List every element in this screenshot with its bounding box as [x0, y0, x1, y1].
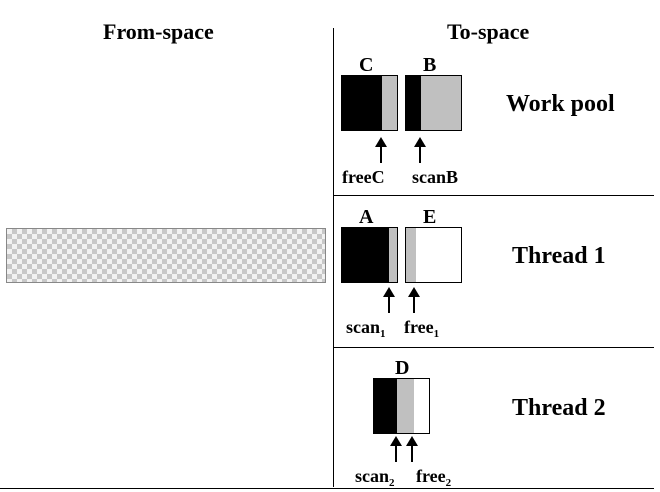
scan1-pointer: scan1	[346, 317, 386, 340]
thread1-label: Thread 1	[512, 243, 606, 269]
to-space-header: To-space	[447, 19, 530, 44]
block-d-scanned	[374, 379, 397, 433]
section-divider-2	[334, 347, 654, 348]
block-e-copied	[406, 228, 416, 282]
block-b-label: B	[423, 54, 437, 76]
from-space-header: From-space	[103, 19, 214, 44]
free2-pointer: free2	[416, 466, 452, 489]
free-c-arrow	[375, 137, 387, 163]
scan-b-arrow	[414, 137, 426, 163]
block-a	[341, 227, 398, 283]
block-a-copied	[389, 228, 397, 282]
block-e	[405, 227, 462, 283]
free1-pointer: free1	[404, 317, 440, 340]
free1-arrow	[408, 287, 420, 313]
scan2-pointer: scan2	[355, 466, 395, 489]
block-e-free	[416, 228, 461, 282]
scan2-arrow	[390, 436, 402, 462]
block-b-scanned	[406, 76, 421, 130]
from-space-region	[6, 228, 326, 283]
block-d-label: D	[395, 357, 410, 379]
free2-arrow	[406, 436, 418, 462]
block-c	[341, 75, 398, 131]
block-d	[373, 378, 430, 434]
block-b	[405, 75, 462, 131]
space-divider	[333, 28, 334, 487]
block-a-scanned	[342, 228, 389, 282]
block-c-copied	[382, 76, 397, 130]
scan-b-pointer: scanB	[412, 167, 459, 187]
block-c-label: C	[359, 54, 374, 76]
thread2-label: Thread 2	[512, 395, 606, 421]
free-c-pointer: freeC	[342, 167, 385, 187]
block-d-free	[414, 379, 429, 433]
block-b-copied	[421, 76, 461, 130]
bottom-border	[0, 488, 654, 489]
block-c-scanned	[342, 76, 382, 130]
block-d-copied	[397, 379, 414, 433]
work-pool-label: Work pool	[506, 91, 615, 117]
block-e-label: E	[423, 206, 437, 228]
scan1-arrow	[383, 287, 395, 313]
section-divider-1	[334, 195, 654, 196]
block-a-label: A	[359, 206, 374, 228]
